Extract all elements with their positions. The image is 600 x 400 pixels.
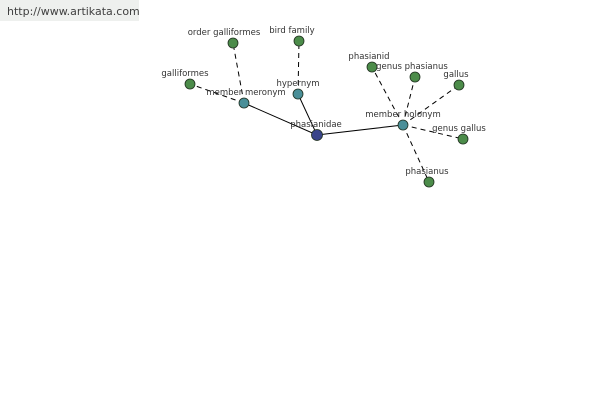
node-member-holonym[interactable] (397, 119, 409, 131)
edge-member-holonym-genus-gallus (402, 124, 464, 140)
edge-member-meronym-order-galliformes (232, 42, 245, 104)
label-phasianid[interactable]: phasianid (348, 52, 389, 62)
edge-phasianidae-hypernym (297, 93, 318, 136)
label-phasianidae[interactable]: phasianidae (290, 120, 342, 130)
node-genus-phasianus[interactable] (409, 71, 421, 83)
node-genus-gallus[interactable] (457, 133, 469, 145)
node-bird-family[interactable] (293, 35, 305, 47)
nodes-layer (184, 35, 469, 188)
label-member-holonym[interactable]: member holonym (365, 110, 440, 120)
node-phasianid[interactable] (366, 61, 378, 73)
label-genus-phasianus[interactable]: genus phasianus (376, 62, 448, 72)
label-genus-gallus[interactable]: genus gallus (432, 124, 486, 134)
node-galliformes[interactable] (184, 78, 196, 90)
label-member-meronym[interactable]: member meronym (206, 88, 285, 98)
node-hypernym[interactable] (292, 88, 304, 100)
node-order-galliformes[interactable] (227, 37, 239, 49)
label-bird-family[interactable]: bird family (269, 26, 314, 36)
edges-layer (189, 40, 464, 183)
edge-member-meronym-galliformes (189, 83, 245, 104)
label-phasianus[interactable]: phasianus (405, 167, 449, 177)
labels-layer: galliformes order galliformes bird family p… (161, 26, 486, 177)
edge-member-holonym-phasianid (371, 66, 404, 126)
label-galliformes[interactable]: galliformes (161, 69, 209, 79)
edge-phasianidae-member-holonym (316, 124, 404, 136)
label-order-galliformes[interactable]: order galliformes (188, 28, 261, 38)
label-hypernym[interactable]: hypernym (276, 79, 319, 89)
node-phasianidae[interactable] (311, 129, 323, 141)
label-gallus[interactable]: gallus (443, 70, 469, 80)
edge-member-holonym-gallus (402, 84, 460, 126)
edge-phasianidae-member-meronym (243, 102, 318, 136)
node-gallus[interactable] (453, 79, 465, 91)
source-banner: http://www.artikata.com (0, 0, 140, 21)
source-url[interactable]: http://www.artikata.com (7, 5, 140, 18)
node-member-meronym[interactable] (238, 97, 250, 109)
edge-member-holonym-phasianus (402, 124, 430, 183)
node-phasianus[interactable] (423, 176, 435, 188)
